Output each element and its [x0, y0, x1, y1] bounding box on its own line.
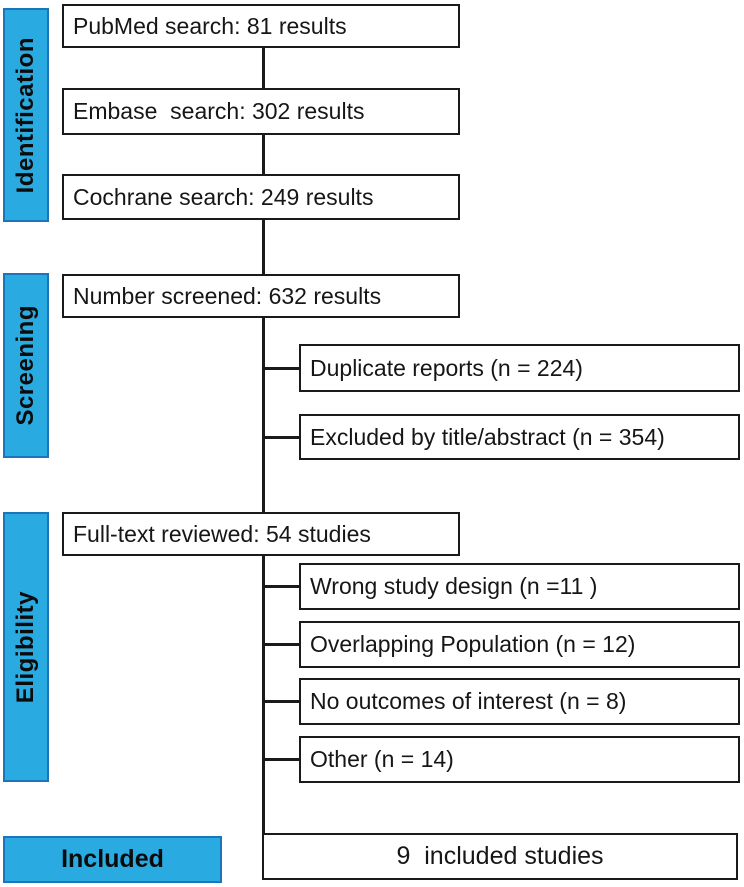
stage-screening: Screening	[3, 273, 49, 458]
exclusion-box-title-abstract-label: Excluded by title/abstract (n = 354)	[310, 423, 665, 450]
exclusion-box-overlapping-population-label: Overlapping Population (n = 12)	[310, 631, 636, 657]
flow-box-included-studies: 9 included studies	[262, 833, 738, 880]
exclusion-box-title-abstract: Excluded by title/abstract (n = 354)	[299, 414, 740, 460]
stage-included-label: Included	[61, 845, 164, 873]
exclusion-box-duplicates-label: Duplicate reports (n = 224)	[310, 354, 583, 381]
exclusion-box-wrong-design-label: Wrong study design (n =11 )	[310, 573, 598, 599]
flow-box-cochrane-label: Cochrane search: 249 results	[73, 183, 374, 210]
connector-spine-2	[262, 135, 265, 174]
flow-box-fulltext: Full-text reviewed: 54 studies	[62, 512, 460, 556]
flow-box-pubmed: PubMed search: 81 results	[62, 4, 460, 48]
flow-box-screened-label: Number screened: 632 results	[73, 282, 382, 309]
branch-duplicates	[262, 367, 301, 370]
flow-box-embase-label: Embase search: 302 results	[73, 98, 365, 124]
connector-spine-4	[262, 318, 265, 512]
branch-overlapping-population	[262, 643, 301, 646]
flow-box-included-studies-label: 9 included studies	[396, 842, 604, 870]
exclusion-box-other-label: Other (n = 14)	[310, 746, 454, 772]
branch-wrong-design	[262, 585, 301, 588]
branch-excluded-title-abstract	[262, 436, 301, 439]
branch-other	[262, 758, 301, 761]
flow-box-pubmed-label: PubMed search: 81 results	[73, 12, 347, 39]
exclusion-box-no-outcomes-label: No outcomes of interest (n = 8)	[310, 688, 627, 714]
stage-eligibility-label: Eligibility	[12, 590, 39, 704]
flow-box-screened: Number screened: 632 results	[62, 274, 460, 318]
connector-spine-3	[262, 220, 265, 274]
stage-identification: Identification	[3, 8, 49, 222]
exclusion-box-wrong-design: Wrong study design (n =11 )	[299, 563, 740, 610]
branch-no-outcomes	[262, 700, 301, 703]
stage-identification-label: Identification	[12, 36, 39, 194]
stage-included: Included	[3, 836, 222, 883]
stage-eligibility: Eligibility	[3, 512, 49, 782]
exclusion-box-other: Other (n = 14)	[299, 736, 740, 783]
connector-spine-1	[262, 48, 265, 88]
flow-box-embase: Embase search: 302 results	[62, 88, 460, 135]
stage-screening-label: Screening	[12, 305, 39, 426]
connector-spine-5	[262, 556, 265, 833]
flow-box-fulltext-label: Full-text reviewed: 54 studies	[73, 520, 371, 547]
exclusion-box-duplicates: Duplicate reports (n = 224)	[299, 344, 740, 392]
exclusion-box-overlapping-population: Overlapping Population (n = 12)	[299, 621, 740, 668]
flow-box-cochrane: Cochrane search: 249 results	[62, 174, 460, 220]
exclusion-box-no-outcomes: No outcomes of interest (n = 8)	[299, 678, 740, 725]
